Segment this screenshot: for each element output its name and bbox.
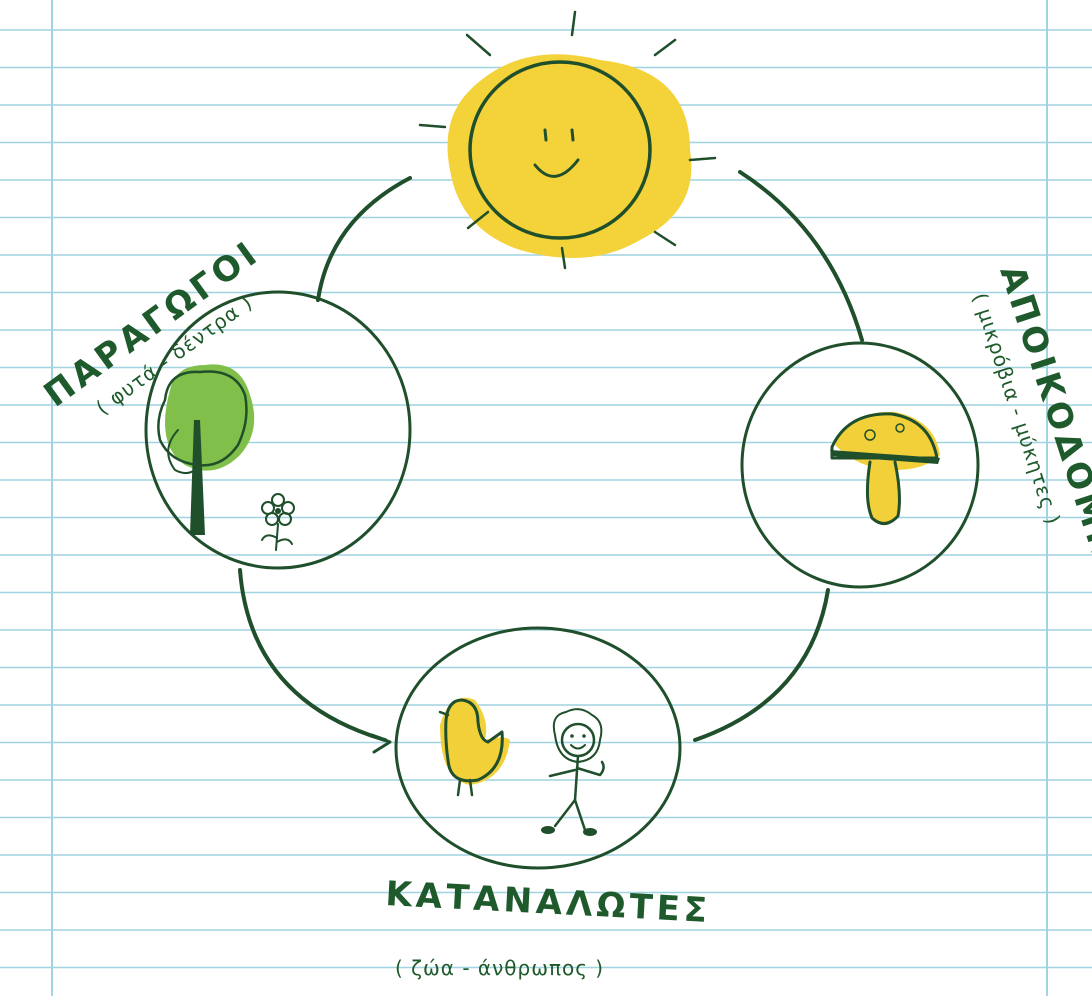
person-arm <box>548 768 577 778</box>
tree-trunk <box>190 420 205 535</box>
consumers-node <box>394 626 682 870</box>
flower-petal <box>278 512 292 526</box>
sun-fill <box>447 54 692 259</box>
consumers-subtitle: ( ζώα - άνθρωπος ) <box>395 956 604 980</box>
chick-leg <box>456 778 462 797</box>
person-eye <box>570 734 574 738</box>
tree-canopy-fill <box>165 364 255 471</box>
consumers-label: ΚΑΤΑΝΑΛΩΤΕΣ ( ζώα - άνθρωπος ) <box>385 874 712 980</box>
flower-icon <box>261 493 295 551</box>
flower-petal <box>271 493 285 507</box>
decomposers-circle <box>740 341 980 589</box>
sun-ray <box>466 210 490 230</box>
arc-sun-to-producers <box>316 176 412 302</box>
sun-ray <box>560 246 567 270</box>
sun-ray <box>465 33 492 57</box>
consumers-circle <box>394 626 682 870</box>
arrowhead-consumers <box>370 733 392 754</box>
mushroom-icon <box>830 411 940 525</box>
consumers-title: ΚΑΤΑΝΑΛΩΤΕΣ <box>385 874 712 931</box>
producers-node <box>144 290 412 570</box>
producers-circle <box>144 290 412 570</box>
person-hair <box>552 708 603 763</box>
person-leg <box>573 798 587 832</box>
tree-icon <box>157 364 255 535</box>
person-eye <box>582 734 586 738</box>
sun-ray <box>653 38 677 57</box>
arc-sun-to-decomposers <box>738 170 864 342</box>
sun-ray <box>418 123 447 129</box>
sun-smile <box>533 158 580 178</box>
mushroom-spot <box>864 429 876 441</box>
sun-eye-right <box>570 128 575 142</box>
decomposers-label: ΑΠΟΙΚΟΔΟΜΗΤΕΣ ( μικρόβια - μύκητες ) <box>968 260 1092 644</box>
chick-fill <box>440 697 510 785</box>
flower-petal <box>265 512 279 526</box>
flower-center <box>275 508 281 514</box>
sun-ray <box>570 10 577 37</box>
person-leg <box>553 798 577 828</box>
sun-ray <box>653 230 677 247</box>
flower-leaf <box>276 538 293 545</box>
person-head <box>560 722 596 758</box>
flower-leaf <box>261 534 278 541</box>
mushroom-gill <box>830 450 940 464</box>
chick-outline <box>444 698 504 783</box>
mushroom-stem-outline <box>865 460 901 525</box>
cycle-arrows <box>238 170 864 754</box>
mushroom-stem-fill <box>868 462 899 524</box>
person-arm <box>575 760 605 777</box>
sun-eye-left <box>543 128 548 142</box>
person-smile <box>570 744 586 750</box>
mushroom-cap-outline <box>830 412 939 460</box>
person-foot <box>583 828 597 836</box>
smiling-sun-icon <box>418 10 717 270</box>
arc-producers-to-consumers <box>238 568 387 742</box>
chick-beak <box>438 710 450 717</box>
tree-canopy-outline <box>157 370 248 467</box>
mushroom-spot <box>895 423 905 433</box>
sun-ray <box>688 156 717 162</box>
chick-leg <box>468 778 474 797</box>
person-icon <box>541 708 605 836</box>
arc-decomposers-to-consumers <box>693 588 830 742</box>
person-foot <box>541 826 555 834</box>
sun-circle <box>468 60 652 240</box>
chick-icon <box>438 697 510 797</box>
person-body <box>573 754 580 802</box>
decomposers-node <box>740 341 980 589</box>
